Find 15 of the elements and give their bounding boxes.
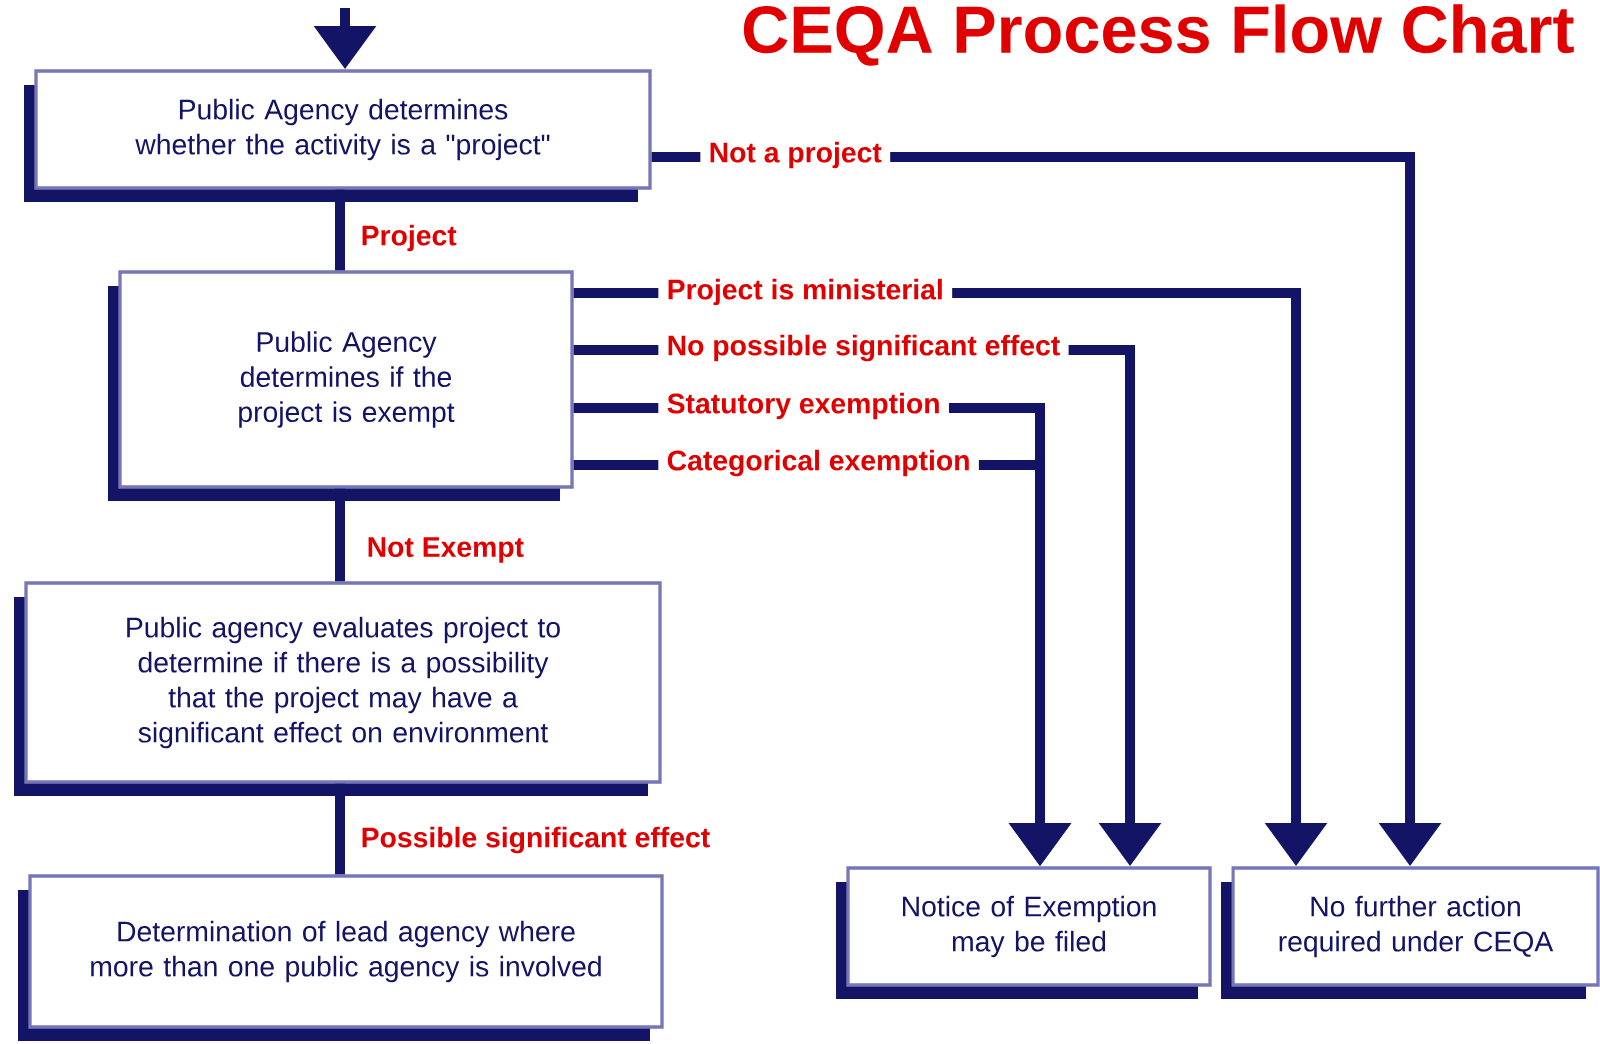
edge-label: Project [352, 216, 466, 260]
edge-label: Not a project [700, 133, 891, 177]
edge-label: Project is ministerial [658, 270, 953, 314]
edge-label: Not Exempt [358, 529, 533, 572]
process-box: Determination of lead agency where more than one public agency is involved [18, 874, 664, 1041]
edge-label: No possible significant effect [658, 326, 1069, 370]
process-box: Notice of Exemption may be filed [836, 866, 1212, 999]
chart-title: CEQA Process Flow Chart [743, 4, 1574, 66]
edge-label: Possible significant effect [352, 818, 719, 862]
edge-label: Statutory exemption [658, 384, 949, 428]
process-box: Public Agency determines whether the activity is a "project" [24, 69, 652, 202]
process-box: Public Agency determines if the project is exempt [108, 270, 574, 501]
process-box: Public agency evaluates project to determine if there is a possibility that the project may have a significant effect on environment [14, 581, 662, 796]
process-box: No further action required under CEQA [1221, 866, 1600, 999]
edge-label: Categorical exemption [658, 441, 979, 485]
